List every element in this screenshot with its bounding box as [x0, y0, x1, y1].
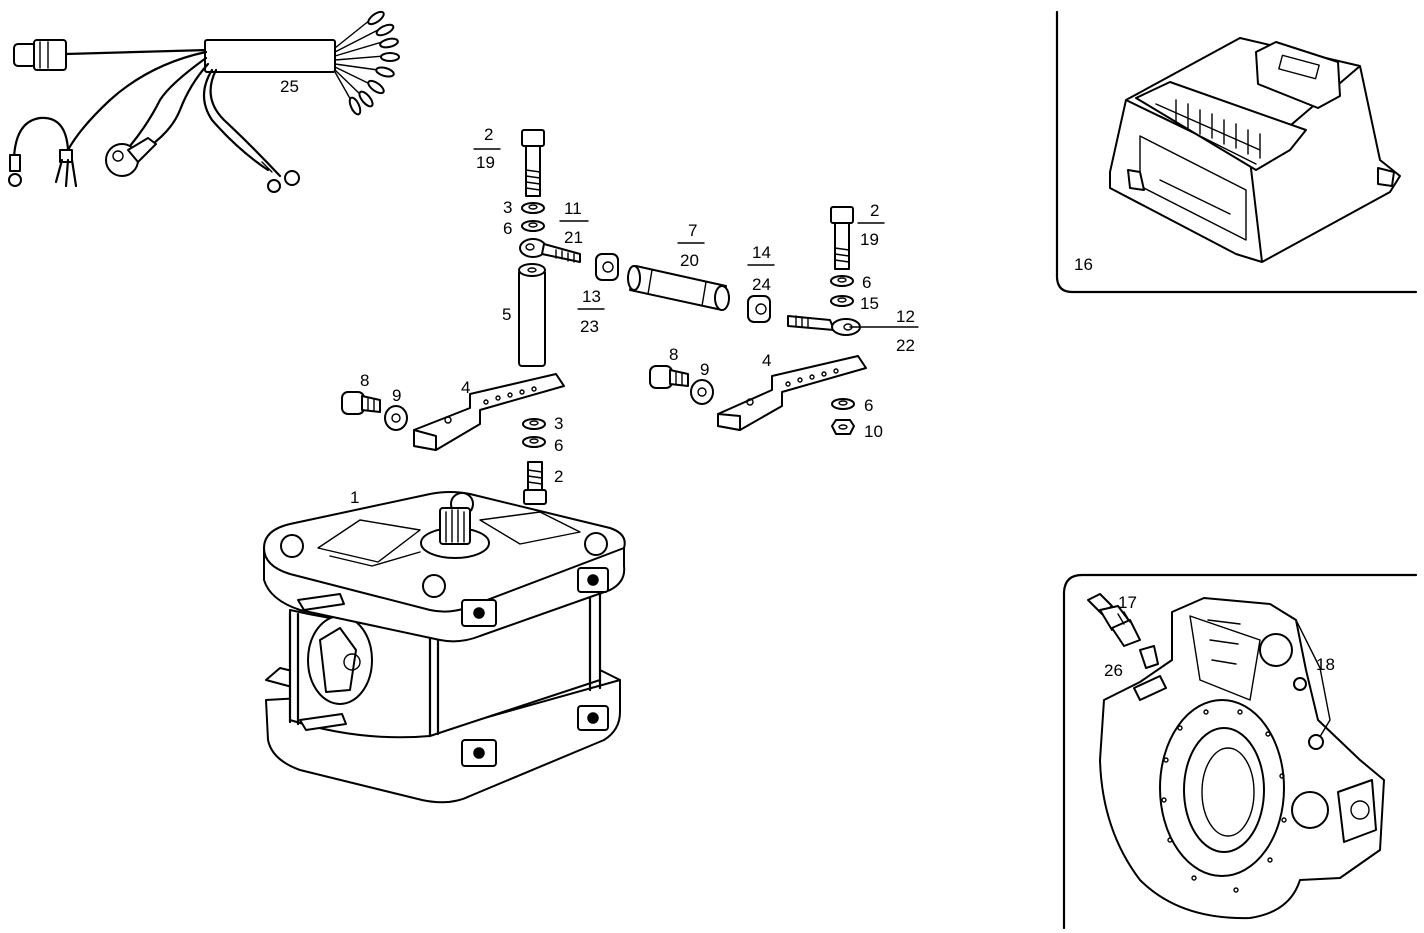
label-6-top: 6: [503, 219, 512, 238]
label-9-left: 9: [392, 386, 401, 405]
label-23: 23: [580, 317, 599, 336]
label-2-top: 2: [484, 125, 493, 144]
label-12: 12: [896, 307, 915, 326]
panel-frame-top-right: [1055, 10, 1418, 294]
flywheel-housing: [1087, 593, 1385, 920]
label-24: 24: [752, 275, 771, 294]
label-18: 18: [1316, 655, 1335, 674]
label-1: 1: [350, 488, 359, 507]
label-26: 26: [1104, 661, 1123, 680]
wiring-harness: [8, 10, 400, 193]
label-8-left: 8: [360, 371, 369, 390]
label-2-right: 2: [870, 201, 879, 220]
label-6-right: 6: [862, 273, 871, 292]
label-17: 17: [1118, 593, 1137, 612]
label-3-top: 3: [503, 198, 512, 217]
label-4-left: 4: [461, 378, 470, 397]
label-7: 7: [688, 221, 697, 240]
label-16: 16: [1074, 255, 1093, 274]
label-25: 25: [280, 77, 299, 96]
label-20: 20: [680, 251, 699, 270]
label-6-far-right: 6: [864, 396, 873, 415]
label-14: 14: [752, 243, 771, 262]
label-2-lower: 2: [554, 467, 563, 486]
generator-housing: [263, 491, 626, 804]
label-5: 5: [502, 305, 511, 324]
label-3-lower: 3: [554, 414, 563, 433]
label-8-right: 8: [669, 345, 678, 364]
label-19-right: 19: [860, 230, 879, 249]
label-21: 21: [564, 228, 583, 247]
panel-frame-bottom-right: [1062, 573, 1418, 930]
label-10: 10: [864, 422, 883, 441]
label-15: 15: [860, 294, 879, 313]
label-22: 22: [896, 336, 915, 355]
callout-labels: 1 2 19 3 6 11 21 5 13 23 7 20 14 24 2 19…: [280, 77, 1335, 680]
label-4-right: 4: [762, 351, 771, 370]
label-11: 11: [564, 199, 582, 218]
control-unit: [1109, 37, 1401, 263]
label-9-right: 9: [700, 360, 709, 379]
label-13: 13: [582, 287, 601, 306]
label-6-lower: 6: [554, 436, 563, 455]
label-19-top: 19: [476, 153, 495, 172]
linkage-parts: [341, 129, 919, 505]
